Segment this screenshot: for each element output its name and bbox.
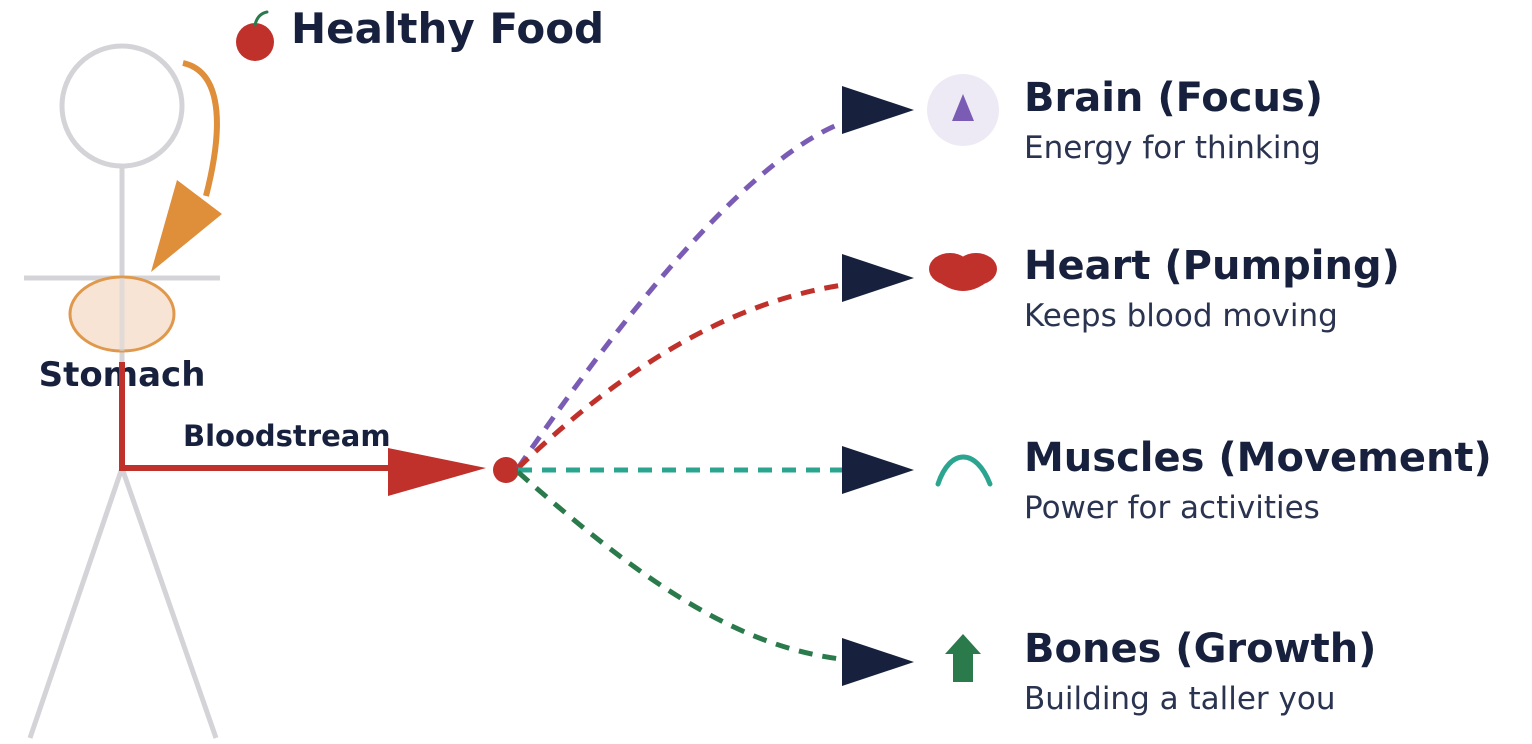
muscle-icon — [938, 457, 990, 484]
heart-icon — [929, 253, 997, 291]
bloodstream-label: Bloodstream — [183, 419, 391, 453]
heart-branch — [518, 284, 850, 468]
up-arrow-icon — [945, 634, 981, 682]
apple-icon — [236, 12, 274, 61]
heart-subtitle: Keeps blood moving — [1024, 298, 1338, 334]
brain-title: Brain (Focus) — [1024, 75, 1323, 121]
muscles-subtitle: Power for activities — [1024, 490, 1320, 526]
figure-head — [62, 46, 182, 166]
bones-arrowhead — [842, 638, 914, 686]
brain-branch — [518, 120, 850, 468]
muscles-arrowhead — [842, 446, 914, 494]
heart-title: Heart (Pumping) — [1024, 243, 1400, 289]
figure-right-leg — [122, 468, 216, 738]
bones-title: Bones (Growth) — [1024, 626, 1376, 672]
brain-icon — [927, 74, 999, 146]
bloodstream-hub — [493, 457, 519, 483]
bloodstream-arrowhead — [388, 448, 486, 496]
organ-labels: Brain (Focus) Energy for thinking Heart … — [1024, 75, 1492, 717]
bones-branch — [518, 472, 850, 660]
brain-arrowhead — [842, 86, 914, 134]
muscles-title: Muscles (Movement) — [1024, 435, 1492, 481]
brain-subtitle: Energy for thinking — [1024, 130, 1321, 166]
heart-arrowhead — [842, 254, 914, 302]
healthy-food-label: Healthy Food — [291, 4, 604, 53]
figure-left-leg — [30, 468, 122, 738]
organ-arrowheads — [842, 86, 914, 686]
organ-branches — [518, 120, 850, 660]
food-arrowhead — [151, 180, 222, 272]
bones-subtitle: Building a taller you — [1024, 681, 1335, 717]
food-arrow-line — [183, 63, 217, 196]
